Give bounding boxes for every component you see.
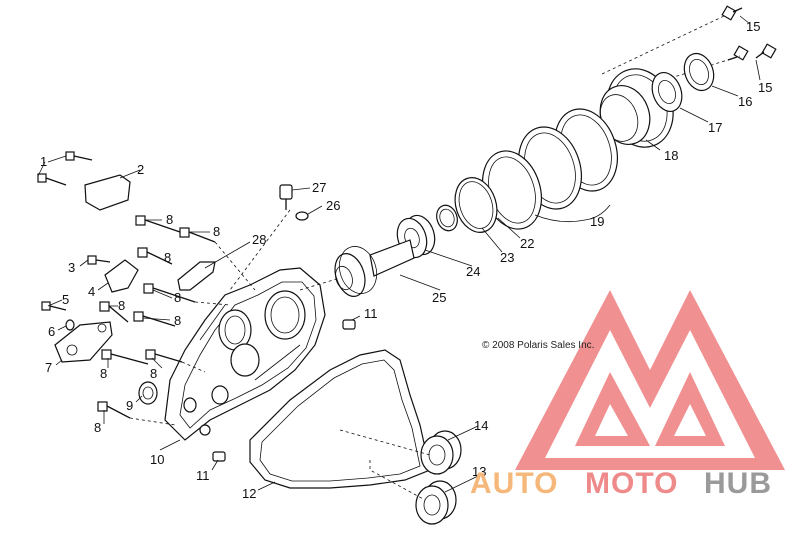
dowel-pin-11-bottom [212,451,226,462]
bolt-5 [41,301,67,311]
callout-19: 19 [590,214,604,229]
callout-3: 3 [68,260,75,275]
bracket-19 [534,204,611,223]
callout-4: 4 [88,284,95,299]
gear-case-housing [164,267,326,441]
callout-15a: 15 [746,19,760,34]
callout-13: 13 [472,464,486,479]
callout-28: 28 [252,232,266,247]
callout-23: 23 [500,250,514,265]
callout-22: 22 [520,236,534,251]
callout-18: 18 [664,148,678,163]
bolt-3 [87,255,111,265]
copyright-text: © 2008 Polaris Sales Inc. [482,340,594,351]
bevel-gear-25 [334,239,415,297]
callout-12: 12 [242,486,256,501]
callout-15b: 15 [758,80,772,95]
callout-25: 25 [432,290,446,305]
bracket-2 [84,174,131,211]
watermark-logo [515,290,785,470]
callout-24: 24 [466,264,480,279]
callout-16: 16 [738,94,752,109]
plate-4 [104,259,139,293]
o-ring-22 [436,204,458,232]
washer-6 [65,319,75,331]
callout-11b: 11 [196,468,210,483]
breather-27 [279,184,293,210]
bolt-15-mid [727,45,749,61]
dowel-pin-11-top [342,319,356,330]
bolt-15-right [755,43,777,59]
bolt-1a [65,151,93,161]
seal-9 [138,381,158,405]
callout-9: 9 [126,398,133,413]
callout-labels: 1 2 3 4 5 6 7 8 8 8 8 8 8 8 8 8 9 10 11 … [40,19,772,501]
bolt-15-top [721,5,743,21]
watermark-part1: AUTO [470,467,558,500]
callout-1: 1 [40,154,47,169]
clip-26 [295,211,309,221]
callout-14: 14 [474,418,488,433]
callout-17: 17 [708,120,722,135]
callout-8c: 8 [164,250,171,265]
callout-10: 10 [150,452,164,467]
watermark-part2: MOTO [585,467,678,500]
callout-26: 26 [326,198,340,213]
seal-16 [683,52,715,92]
callout-8h: 8 [150,366,157,381]
callout-5: 5 [62,292,69,307]
cover-plate-7 [54,321,113,363]
leader-lines [37,15,761,493]
bolt-8-group [97,215,216,419]
bearing-17 [651,72,683,112]
watermark-part3: HUB [704,467,772,500]
watermark-text: AUTO MOTO HUB [470,467,772,500]
callout-8f: 8 [118,298,125,313]
callout-8d: 8 [174,290,181,305]
callout-2: 2 [137,162,144,177]
bolt-1b [37,173,67,186]
callout-8g: 8 [100,366,107,381]
callout-11a: 11 [364,306,378,321]
bearing-14 [420,430,462,475]
callout-27: 27 [312,180,326,195]
assembly-lines [129,209,341,426]
callout-8b: 8 [213,224,220,239]
callout-8e: 8 [174,313,181,328]
callout-8a: 8 [166,212,173,227]
callout-6: 6 [48,324,55,339]
gasket-28 [177,261,216,291]
bearing-13 [415,480,457,525]
callout-7: 7 [45,360,52,375]
callout-8i: 8 [94,420,101,435]
